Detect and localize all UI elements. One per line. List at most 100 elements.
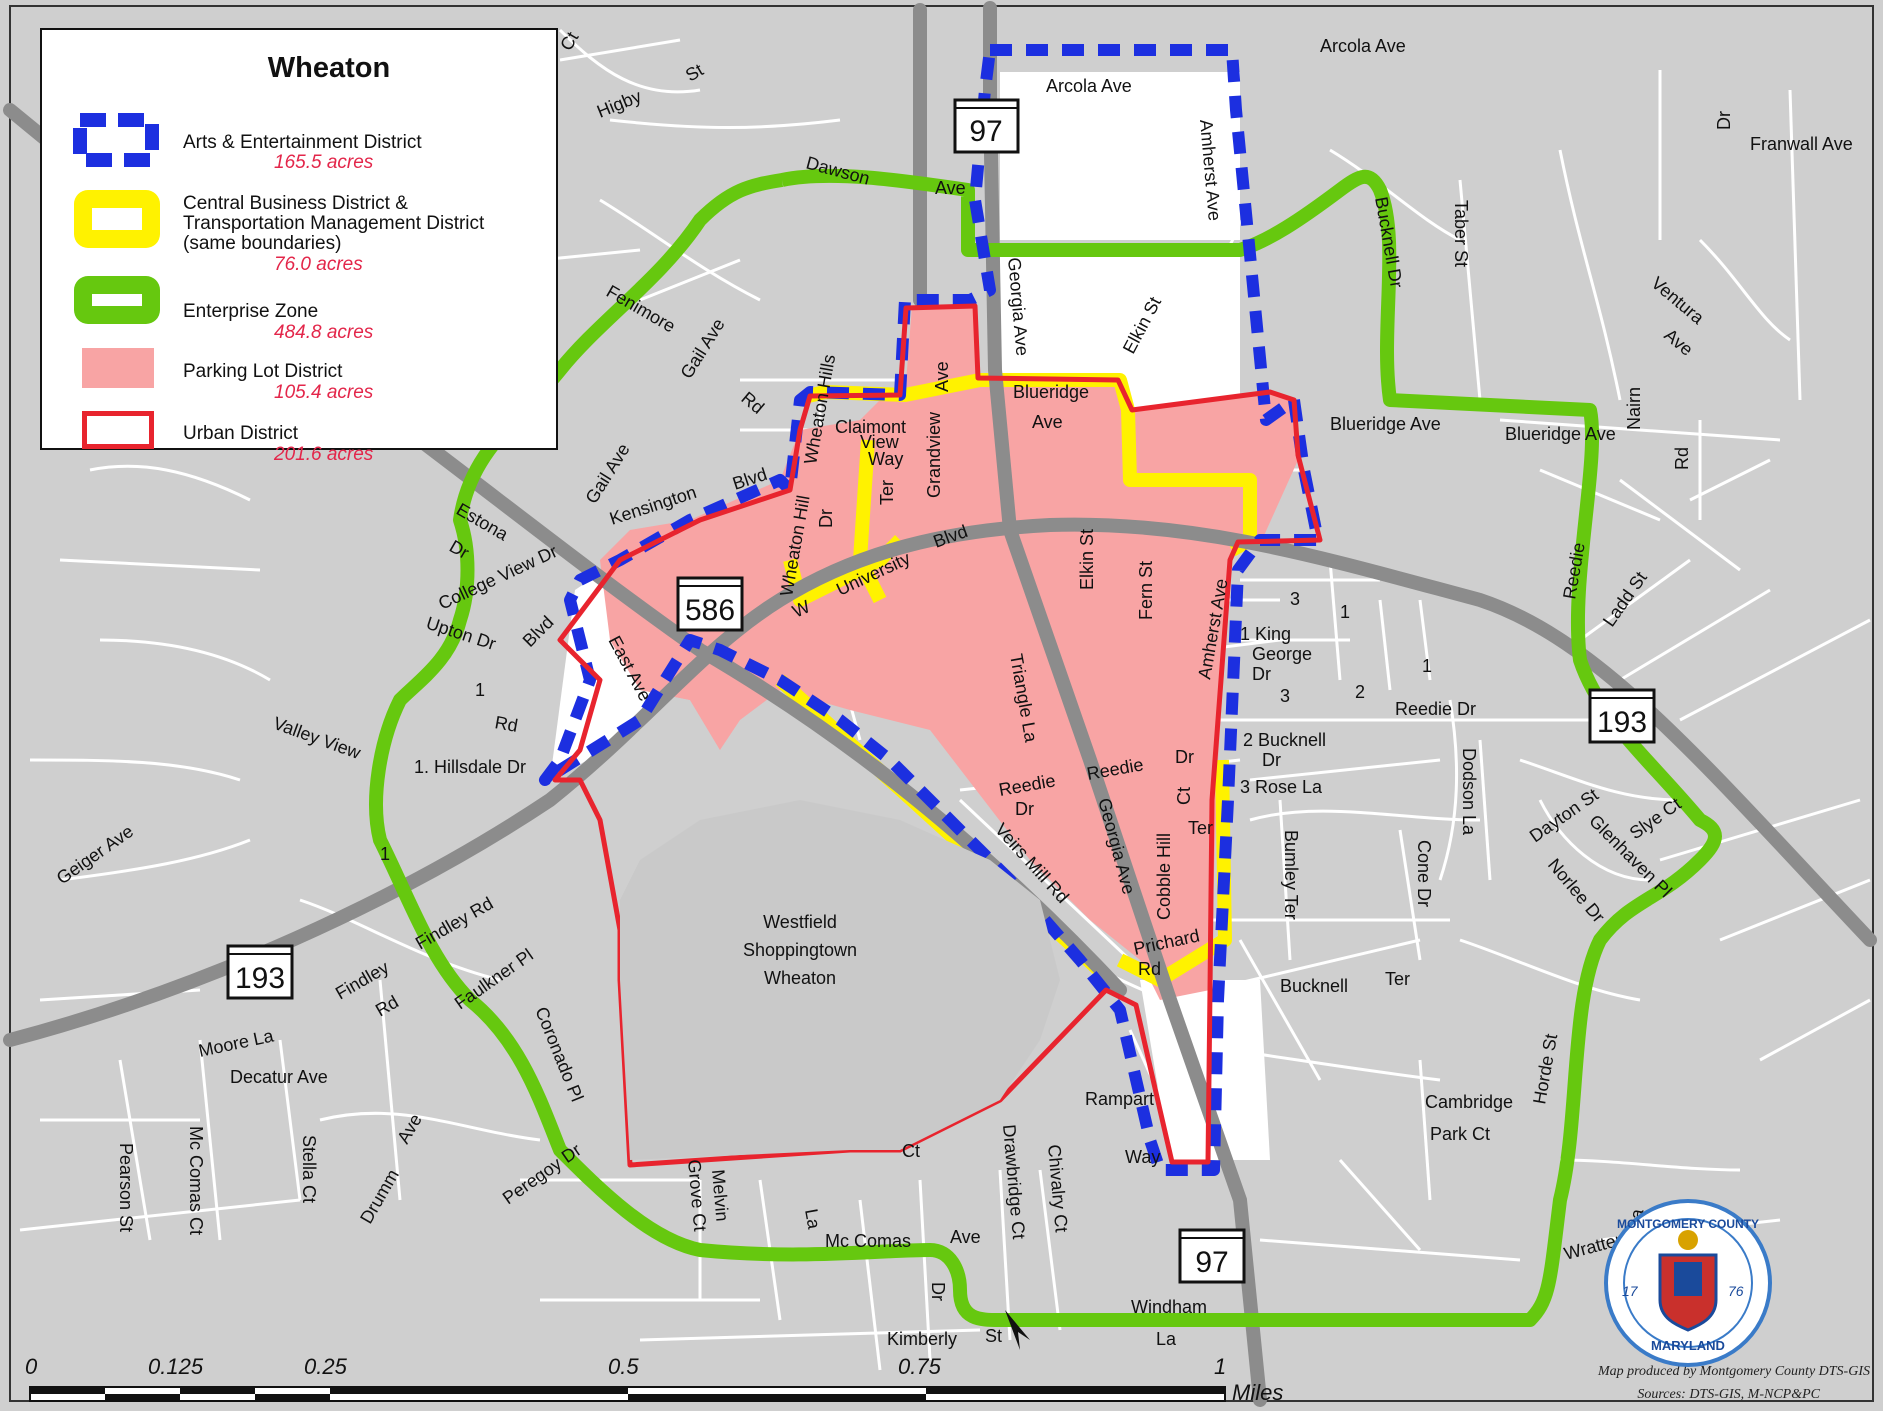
label-blueridge-ave-1: Blueridge Ave bbox=[1330, 414, 1441, 434]
scale-tick-0125: 0.125 bbox=[148, 1354, 204, 1379]
legend-arts-symbol bbox=[73, 113, 159, 167]
label-blueridge: Blueridge bbox=[1013, 382, 1089, 402]
legend-parking-label: Parking Lot District bbox=[183, 361, 343, 382]
label-bucknell-note-1: 2 Bucknell bbox=[1243, 730, 1326, 750]
label-fern-st: Fern St bbox=[1136, 561, 1156, 620]
label-park-ct: Park Ct bbox=[1430, 1124, 1490, 1144]
label-ct-urban: Ct bbox=[902, 1141, 920, 1161]
label-rd-valley: Rd bbox=[493, 712, 519, 736]
legend-cbd-label: Central Business District & Transportati… bbox=[183, 193, 485, 254]
credit-line-2: Sources: DTS-GIS, M-NCP&PC bbox=[1637, 1387, 1820, 1402]
seal-bottom-text: MARYLAND bbox=[1651, 1338, 1725, 1353]
label-mc-comas: Mc Comas bbox=[825, 1231, 911, 1251]
label-la-windham: La bbox=[1156, 1329, 1177, 1349]
label-ter-wh: Ter bbox=[877, 480, 897, 505]
legend-urban-symbol bbox=[82, 411, 154, 449]
label-rampart: Rampart bbox=[1085, 1089, 1154, 1109]
credit-line-1: Map produced by Montgomery County DTS-GI… bbox=[1597, 1364, 1870, 1379]
legend-title: Wheaton bbox=[267, 52, 391, 84]
label-reedie-dr-right: Reedie Dr bbox=[1395, 699, 1476, 719]
label-elkin-st: Elkin St bbox=[1077, 529, 1097, 590]
legend-arts-label: Arts & Entertainment District bbox=[183, 132, 422, 153]
label-grandview: Grandview bbox=[924, 411, 944, 498]
label-franwall-ave: Franwall Ave bbox=[1750, 134, 1853, 154]
legend-parking-symbol bbox=[82, 348, 154, 388]
label-rd-prichard: Rd bbox=[1138, 959, 1161, 979]
white-zone-elkin bbox=[1000, 250, 1240, 410]
legend-urban-acres: 201.6 acres bbox=[274, 444, 374, 465]
label-blueridge-ave-2: Blueridge Ave bbox=[1505, 424, 1616, 444]
seal-year-left: 17 bbox=[1622, 1283, 1639, 1299]
legend-enterprise-label: Enterprise Zone bbox=[183, 301, 319, 322]
label-windham: Windham bbox=[1131, 1297, 1207, 1317]
legend: Wheaton Arts & Entertainment District 16… bbox=[40, 28, 558, 465]
shield-193-right-text: 193 bbox=[1597, 706, 1647, 739]
label-ct-cobble: Ct bbox=[1174, 787, 1194, 805]
label-ave-blueridge: Ave bbox=[1032, 412, 1063, 432]
enterprise-zone bbox=[369, 168, 1722, 1327]
legend-enterprise-symbol bbox=[74, 276, 160, 324]
label-num-1b: 1 bbox=[380, 844, 390, 864]
label-bumley-ter: Bumley Ter bbox=[1281, 830, 1301, 920]
legend-item-parking: Parking Lot District 105.4 acres bbox=[42, 348, 556, 408]
shield-586: 586 bbox=[676, 576, 744, 632]
scale-tick-0: 0 bbox=[25, 1354, 38, 1379]
scale-tick-075: 0.75 bbox=[898, 1354, 942, 1379]
label-bucknell-note-2: Dr bbox=[1262, 750, 1281, 770]
label-westfield-2: Shoppingtown bbox=[743, 940, 857, 960]
label-melvin: Melvin bbox=[708, 1169, 732, 1223]
label-arcola-ave-top: Arcola Ave bbox=[1320, 36, 1406, 56]
label-ter-cobble: Ter bbox=[1188, 818, 1213, 838]
label-arcola-ave: Arcola Ave bbox=[1046, 76, 1132, 96]
label-bucknell-ter: Bucknell bbox=[1280, 976, 1348, 996]
shield-193-left-text: 193 bbox=[235, 962, 285, 995]
scale-unit: Miles bbox=[1232, 1380, 1283, 1405]
legend-item-urban: Urban District 201.6 acres bbox=[42, 408, 556, 468]
label-cone-dr: Cone Dr bbox=[1414, 840, 1434, 907]
university-blvd-road bbox=[3, 517, 1877, 1047]
scale-tick-1: 1 bbox=[1214, 1354, 1226, 1379]
label-way-rampart: Way bbox=[1125, 1147, 1160, 1167]
shield-586-text: 586 bbox=[685, 594, 735, 627]
label-dr-wh: Dr bbox=[816, 509, 836, 528]
label-claimont: Claimont bbox=[835, 417, 906, 437]
label-ter-bucknell: Ter bbox=[1385, 969, 1410, 989]
label-kimberly: Kimberly bbox=[887, 1329, 957, 1349]
shield-97-bottom: 97 bbox=[1178, 1228, 1246, 1284]
label-num-1c: 1 bbox=[1340, 602, 1350, 622]
label-ave-dawson: Ave bbox=[935, 178, 966, 198]
scale-tick-05: 0.5 bbox=[608, 1354, 639, 1379]
seal-top-text: MONTGOMERY COUNTY bbox=[1617, 1217, 1759, 1231]
legend-item-cbd: Central Business District & Transportati… bbox=[42, 186, 556, 276]
label-rd-nairn: Rd bbox=[1672, 447, 1692, 470]
label-view: View bbox=[860, 432, 900, 452]
label-cobble-hill: Cobble Hill bbox=[1154, 833, 1174, 920]
label-king-george-3: Dr bbox=[1252, 664, 1271, 684]
shield-193-left: 193 bbox=[226, 944, 294, 1000]
label-num-1a: 1 bbox=[475, 680, 485, 700]
label-mc-comas-ct: Mc Comas Ct bbox=[186, 1126, 206, 1235]
seal-year-right: 76 bbox=[1728, 1283, 1744, 1299]
legend-item-enterprise: Enterprise Zone 484.8 acres bbox=[42, 276, 556, 343]
label-dr-reedie-b: Dr bbox=[1175, 747, 1194, 767]
label-num-1d: 1 bbox=[1422, 656, 1432, 676]
label-dodson-la: Dodson La bbox=[1459, 748, 1479, 836]
label-taber-st: Taber St bbox=[1451, 200, 1471, 267]
label-la-mc: La bbox=[801, 1207, 824, 1231]
shield-193-right: 193 bbox=[1588, 688, 1656, 744]
label-westfield-1: Westfield bbox=[763, 912, 837, 932]
label-hillsdale: 1. Hillsdale Dr bbox=[414, 757, 526, 777]
label-dr-kimberly: Dr bbox=[928, 1282, 948, 1301]
shield-97-bottom-text: 97 bbox=[1195, 1246, 1228, 1279]
legend-parking-acres: 105.4 acres bbox=[274, 382, 374, 403]
county-seal: 17 76 MONTGOMERY COUNTY MARYLAND bbox=[1604, 1199, 1772, 1367]
scale-bar: 0 0.125 0.25 0.5 0.75 1 Miles bbox=[25, 1354, 1283, 1405]
label-num-3a: 3 bbox=[1290, 589, 1300, 609]
legend-item-arts: Arts & Entertainment District 165.5 acre… bbox=[42, 110, 556, 173]
label-stella-ct: Stella Ct bbox=[299, 1135, 319, 1203]
label-ave-mc: Ave bbox=[950, 1227, 981, 1247]
label-num-3b: 3 bbox=[1280, 686, 1290, 706]
westfield-mall-area bbox=[620, 800, 1060, 1160]
label-king-george-1: 1 King bbox=[1240, 624, 1291, 644]
